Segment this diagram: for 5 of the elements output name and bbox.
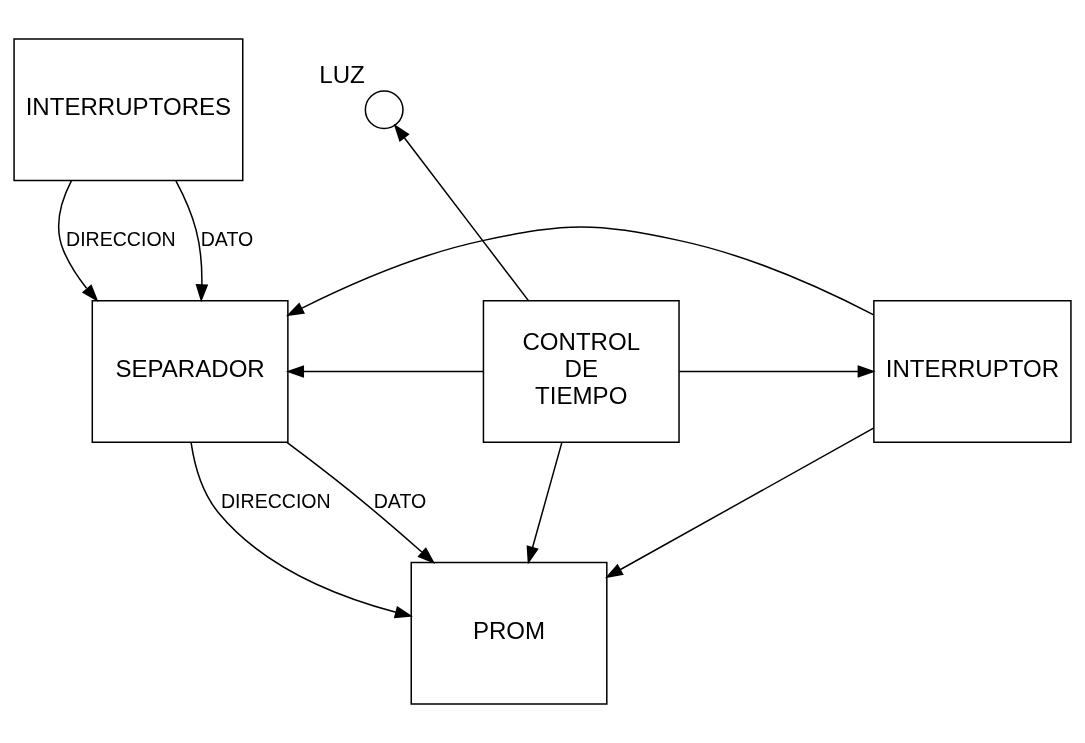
edge-label: DATO: [200, 227, 254, 250]
edge-label: DIRECCION: [66, 227, 176, 250]
node-label: LUZ: [319, 61, 365, 89]
edge-label: DIRECCION: [220, 489, 331, 512]
edge-label: DATO: [373, 489, 427, 512]
